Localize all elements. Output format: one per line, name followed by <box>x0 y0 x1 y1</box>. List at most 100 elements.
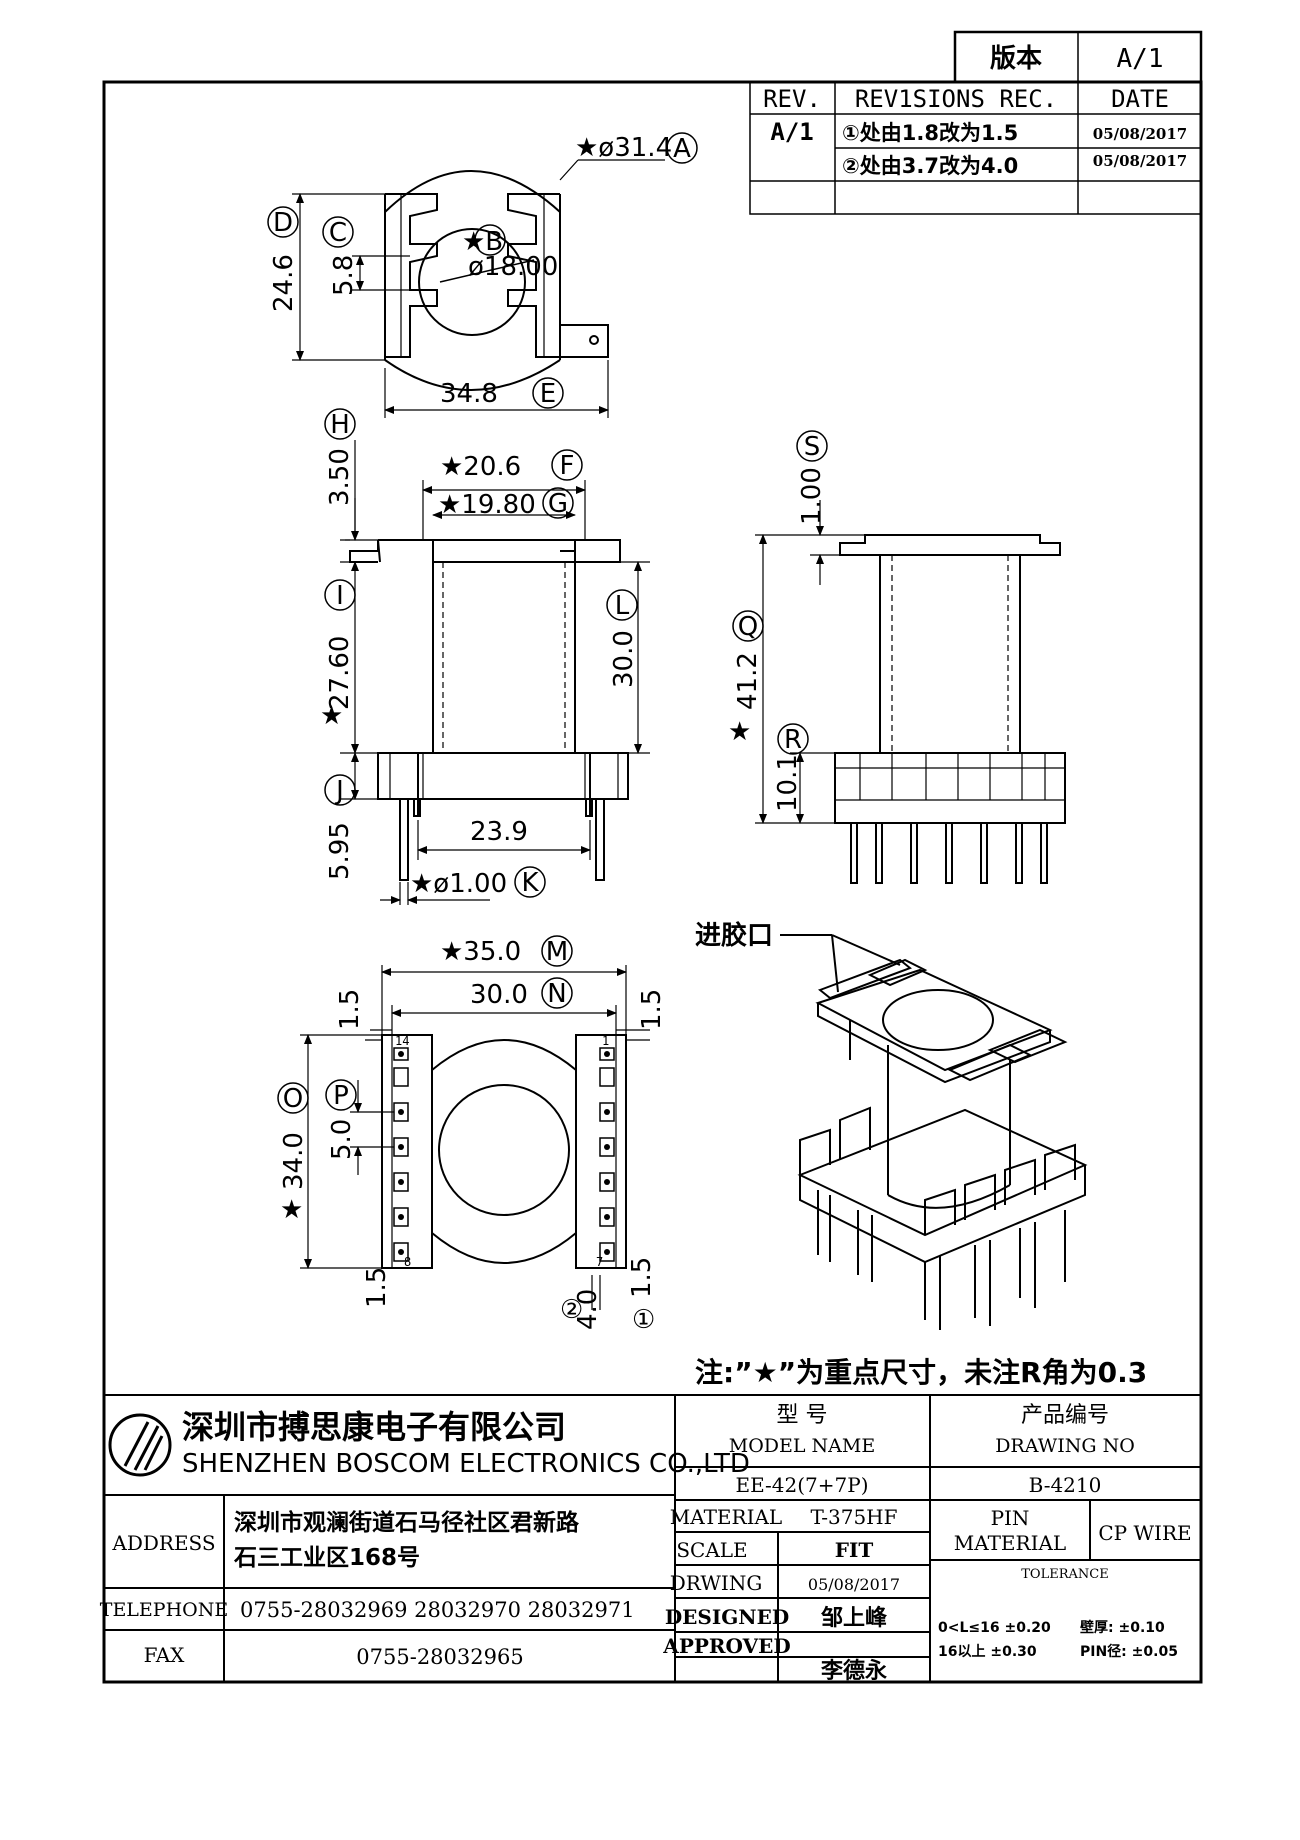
tolerance-label: TOLERANCE <box>1021 1567 1108 1582</box>
tag-k: K <box>514 866 546 898</box>
sheet-border <box>102 80 1203 1684</box>
svg-text:S: S <box>804 432 821 462</box>
svg-text:I: I <box>336 581 344 611</box>
iso-view <box>780 934 1088 1330</box>
revisions-header: REV1SIONS REC. <box>855 85 1057 113</box>
svg-text:H: H <box>330 410 350 440</box>
svg-text:A: A <box>673 134 691 164</box>
tag-c: C <box>322 216 354 248</box>
company-logo <box>108 1413 172 1477</box>
tol-line-1a: 0<L≤16 ±0.20 <box>938 1620 1051 1636</box>
dim-bottom-right: 1.5 <box>627 1257 657 1298</box>
dim-bottom-mid: 4.0 <box>573 1289 603 1330</box>
telephone-value: 0755-28032969 28032970 28032971 <box>240 1598 635 1622</box>
rev-row-1-text: ①处由1.8改为1.5 <box>842 121 1018 145</box>
rev-row-2-text: ②处由3.7改为4.0 <box>842 154 1018 178</box>
drwing-value: 05/08/2017 <box>808 1575 900 1594</box>
top-view <box>384 170 609 391</box>
dim-total-h: 41.2 <box>733 652 763 710</box>
version-value: A/1 <box>1117 44 1164 74</box>
tol-line-2b: PIN径: ±0.05 <box>1080 1643 1178 1660</box>
model-label-en: MODEL NAME <box>729 1435 875 1457</box>
rev-row-2-date: 05/08/2017 <box>1093 152 1187 170</box>
svg-text:C: C <box>329 218 347 248</box>
tag-m: M <box>541 935 573 967</box>
dim-inner-dia: ø18.00 <box>468 252 558 282</box>
tag-l: L <box>606 589 638 621</box>
drawing-note: 注:”★”为重点尺寸，未注R角为0.3 <box>695 1356 1147 1389</box>
drawing-label-en: DRAWING NO <box>995 1435 1135 1457</box>
dim-width: 34.8 <box>440 379 498 409</box>
side-view <box>834 534 1066 884</box>
top-view-dims <box>292 159 665 418</box>
model-value: EE-42(7+7P) <box>735 1473 868 1497</box>
version-label: 版本 <box>989 44 1042 74</box>
tag-i: I <box>324 579 356 611</box>
svg-text:E: E <box>540 379 556 409</box>
svg-text:M: M <box>546 937 568 967</box>
dim-top-w: ★20.6 <box>440 452 521 482</box>
tag-g: G <box>542 487 574 519</box>
designed-label: DESIGNED <box>665 1605 789 1629</box>
model-label-cn: 型 号 <box>777 1403 828 1428</box>
svg-text:J: J <box>334 776 344 806</box>
pin-label-1: 1 <box>602 1034 609 1048</box>
approved-label: APPROVED <box>662 1634 790 1658</box>
svg-text:P: P <box>333 1081 349 1111</box>
company-name-en: SHENZHEN BOSCOM ELECTRONICS CO.,LTD <box>182 1449 750 1479</box>
tol-line-2a: 16以上 ±0.30 <box>938 1644 1037 1660</box>
svg-text:D: D <box>273 208 293 238</box>
svg-text:K: K <box>521 868 539 898</box>
fax-label: FAX <box>144 1643 186 1667</box>
dim-slot: 5.8 <box>329 255 359 296</box>
gate-label: 进胶口 <box>695 920 773 951</box>
tag-e: E <box>532 377 564 409</box>
dim-height: 24.6 <box>269 254 299 312</box>
svg-text:R: R <box>784 725 802 755</box>
tol-line-1b: 壁厚: ±0.10 <box>1080 1619 1165 1636</box>
rev-row-1-rev: A/1 <box>770 118 813 146</box>
dim-inner-dia-star: ★B <box>462 227 503 257</box>
side-view-dims <box>755 500 865 824</box>
address-label: ADDRESS <box>111 1531 215 1555</box>
dim-inner-w: ★19.80 <box>438 490 536 520</box>
dim-outer-dia: ★ø31.4 <box>575 133 672 163</box>
material-value: T-375HF <box>810 1505 897 1529</box>
designed-value: 邹上峰 <box>821 1605 888 1631</box>
front-star: ★ <box>320 701 343 731</box>
dim-bottom-left: 1.5 <box>362 1267 392 1308</box>
tag-p: P <box>325 1079 357 1111</box>
tag-a: A <box>666 132 698 164</box>
bottom-star: ★ <box>280 1195 303 1225</box>
rev-row-1-date: 05/08/2017 <box>1093 125 1187 143</box>
svg-text:F: F <box>560 451 575 481</box>
fax-value: 0755-28032965 <box>356 1645 523 1669</box>
svg-text:L: L <box>615 591 630 621</box>
scale-value: FIT <box>835 1538 874 1562</box>
tag-f: F <box>551 449 583 481</box>
company-name-cn: 深圳市搏思康电子有限公司 <box>182 1408 566 1446</box>
dim-side-base-h: 10.1 <box>773 754 803 812</box>
pin-label-7: 7 <box>596 1255 603 1269</box>
pin-material-label-1: PIN <box>991 1506 1030 1530</box>
drawing-value: B-4210 <box>1029 1473 1102 1497</box>
address-line-1: 深圳市观澜街道石马径社区君新路 <box>234 1509 580 1536</box>
tag-r: R <box>777 723 809 755</box>
dim-pin-dia: ★ø1.00 <box>410 869 507 899</box>
dim-body-h: 27.60 <box>325 636 355 710</box>
pin-label-8: 8 <box>404 1255 411 1269</box>
bottom-view-dims <box>300 965 650 1310</box>
pin-material-label-2: MATERIAL <box>954 1531 1066 1555</box>
tag-d: D <box>267 206 299 238</box>
dim-full-h: 30.0 <box>609 630 639 688</box>
dim-inner-w-bottom: 30.0 <box>470 980 528 1010</box>
dim-flange: 1.00 <box>797 467 827 525</box>
circle-2: ② <box>560 1295 583 1325</box>
address-line-2: 石三工业区168号 <box>233 1545 420 1571</box>
revision-table <box>749 30 1203 215</box>
tag-b-circle <box>474 224 506 256</box>
dim-left-offset: 1.5 <box>335 989 365 1030</box>
drwing-label: DRWING <box>670 1571 763 1595</box>
title-block-grid <box>104 1394 1201 1682</box>
